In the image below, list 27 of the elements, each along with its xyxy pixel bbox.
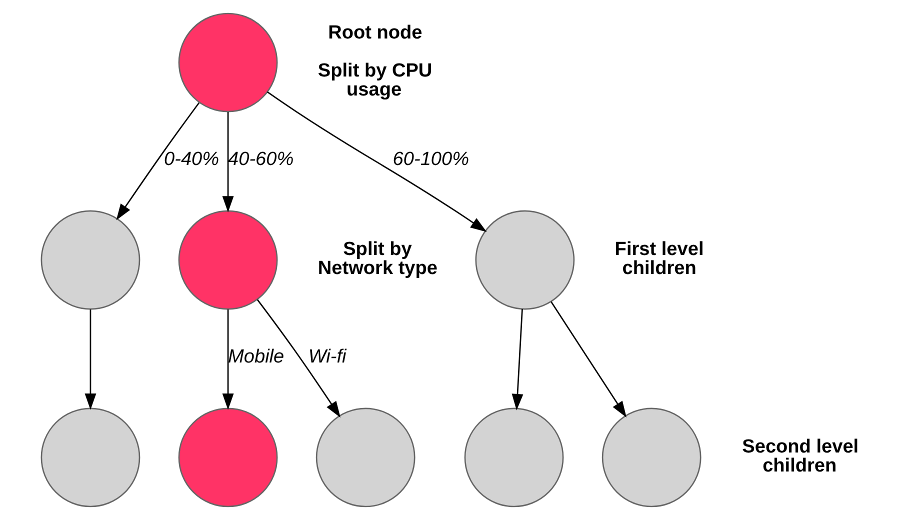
arrow xyxy=(222,112,234,212)
arrow xyxy=(512,308,524,410)
node-circle xyxy=(602,408,702,508)
node-circle xyxy=(178,12,278,112)
arrow xyxy=(222,310,234,410)
node-label: Split by Network type xyxy=(318,238,438,279)
node-label: First level children xyxy=(614,238,704,279)
node-label: Split by CPU usage xyxy=(318,60,432,100)
node-label: Second level children xyxy=(742,436,859,476)
node-circle xyxy=(178,408,278,508)
edge-label: 60-100% xyxy=(392,148,470,170)
node-circle xyxy=(475,210,575,310)
arrow xyxy=(256,299,340,418)
node-circle xyxy=(40,210,140,310)
node-circle xyxy=(316,408,416,508)
arrow xyxy=(267,91,487,232)
edge-label: Mobile xyxy=(228,346,284,368)
node-circle xyxy=(40,408,140,508)
node-circle xyxy=(464,408,564,508)
arrow xyxy=(116,102,200,220)
arrow xyxy=(550,301,626,418)
node-circle xyxy=(178,210,278,310)
edge-label: 0-40% xyxy=(164,148,220,170)
edge-label: Wi-fi xyxy=(308,346,346,368)
arrow xyxy=(84,310,96,410)
edge-label: 40-60% xyxy=(228,148,294,170)
node-label: Root node xyxy=(328,22,422,44)
